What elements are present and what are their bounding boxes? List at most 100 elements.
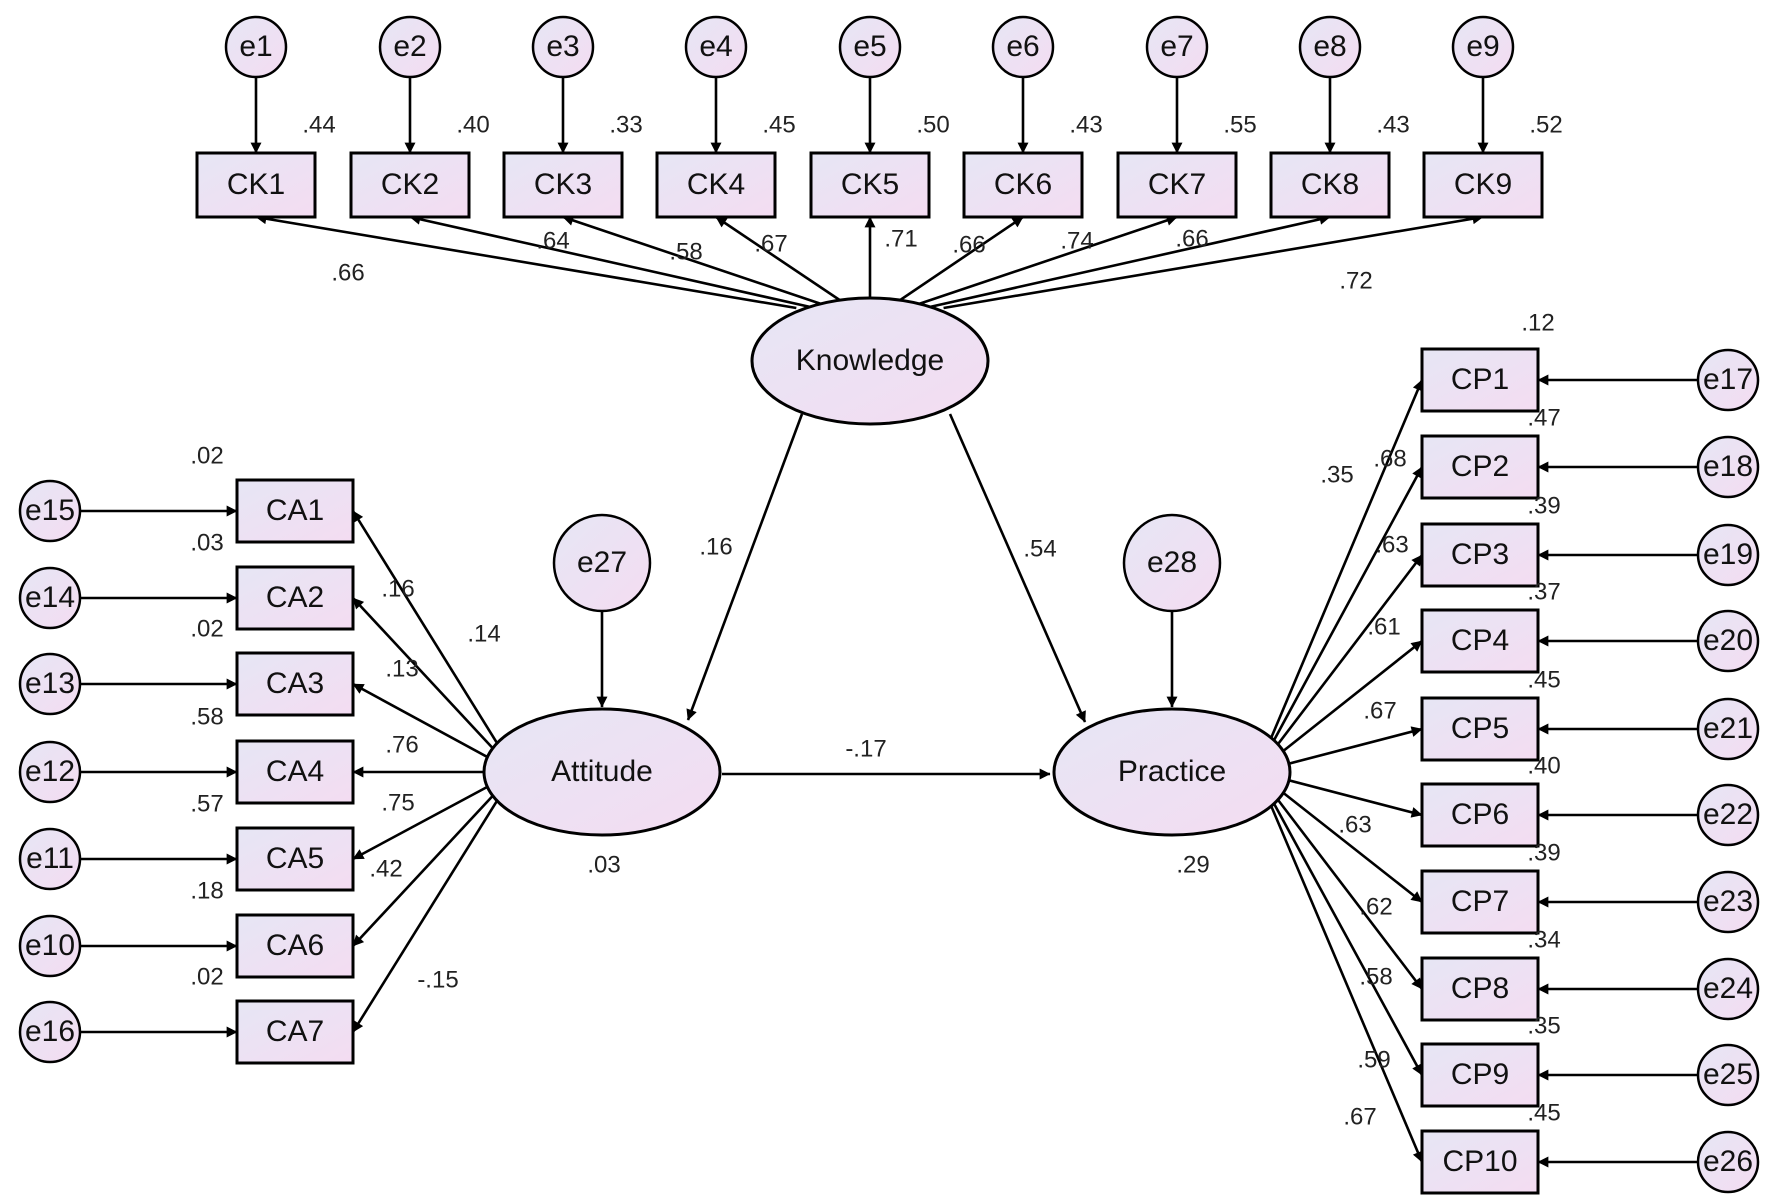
- r2-label-CK3: .33: [609, 111, 642, 138]
- error-circle-e18-label: e18: [1703, 450, 1753, 483]
- indicator-box-CP2-label: CP2: [1451, 450, 1509, 483]
- error-circle-e20-label: e20: [1703, 624, 1753, 657]
- indicator-box-CA1-label: CA1: [266, 494, 324, 527]
- loading-path-CP5: [1269, 726, 1423, 770]
- error-circle-e28-label: e28: [1147, 546, 1197, 579]
- error-circle-e19: e19: [1696, 523, 1760, 587]
- indicator-box-CP3-label: CP3: [1451, 538, 1509, 571]
- loading-label-CK9: .72: [1339, 267, 1372, 294]
- error-circle-e22: e22: [1696, 783, 1760, 847]
- indicator-box-CK2: CK2: [349, 151, 471, 219]
- loading-path-CP4: [1269, 639, 1423, 763]
- r2-label-CP7: .39: [1527, 839, 1560, 866]
- r2-label-CK1: .44: [302, 111, 335, 138]
- loading-label-CA6: .42: [369, 855, 402, 882]
- error-circle-e12-label: e12: [25, 755, 75, 788]
- paths-layer: [80, 77, 1698, 1168]
- r2-label-CP4: .37: [1527, 578, 1560, 605]
- error-circle-e23: e23: [1696, 870, 1760, 934]
- error-circle-e15: e15: [18, 479, 82, 543]
- r2-label-CP10: .45: [1527, 1099, 1560, 1126]
- loading-path-CP6: [1269, 774, 1423, 818]
- indicator-box-CP9-label: CP9: [1451, 1058, 1509, 1091]
- loading-path-CA1: [351, 510, 504, 752]
- loading-label-CA7: -.15: [417, 966, 458, 993]
- loading-path-CK4: [715, 215, 853, 310]
- error-circle-e6-label: e6: [1006, 30, 1039, 63]
- loading-path-CA6: [352, 785, 503, 947]
- indicator-box-CP7-label: CP7: [1451, 885, 1509, 918]
- loading-path-CA3: [352, 682, 503, 767]
- error-circle-e4: e4: [684, 15, 748, 79]
- indicator-box-CA6: CA6: [235, 913, 355, 979]
- r2-label-CK4: .45: [762, 111, 795, 138]
- latent-knowledge-label: Knowledge: [796, 344, 944, 377]
- loading-path-CK8: [924, 213, 1331, 310]
- indicator-box-CA2: CA2: [235, 565, 355, 631]
- indicator-box-CP8: CP8: [1420, 956, 1540, 1022]
- indicator-box-CP7: CP7: [1420, 869, 1540, 935]
- indicator-box-CK6-label: CK6: [994, 168, 1052, 201]
- r2-label-CK2: .40: [456, 111, 489, 138]
- loading-path-CP1: [1268, 379, 1424, 742]
- error-circle-e24-label: e24: [1703, 972, 1753, 1005]
- indicator-box-CP5-label: CP5: [1451, 712, 1509, 745]
- error-circle-e17: e17: [1696, 348, 1760, 412]
- error-circle-e16-label: e16: [25, 1015, 75, 1048]
- error-circle-e9: e9: [1451, 15, 1515, 79]
- indicator-box-CK9-label: CK9: [1454, 168, 1512, 201]
- loading-path-CK2: [409, 213, 816, 310]
- indicator-box-CK1-label: CK1: [227, 168, 285, 201]
- indicator-box-CA4-label: CA4: [266, 755, 324, 788]
- error-circle-e6: e6: [991, 15, 1055, 79]
- loading-path-CK6: [887, 215, 1024, 310]
- error-circle-e7: e7: [1145, 15, 1209, 79]
- error-circle-e22-label: e22: [1703, 798, 1753, 831]
- indicator-box-CK1: CK1: [195, 151, 317, 219]
- error-circle-e3: e3: [531, 15, 595, 79]
- path-label-knowledge-attitude: .16: [699, 533, 732, 560]
- indicator-box-CK3-label: CK3: [534, 168, 592, 201]
- r2-label-CP9: .35: [1527, 1012, 1560, 1039]
- indicator-box-CK7-label: CK7: [1148, 168, 1206, 201]
- indicator-box-CP4: CP4: [1420, 608, 1540, 674]
- loading-label-CK3: .58: [669, 238, 702, 265]
- error-circle-e25-label: e25: [1703, 1058, 1753, 1091]
- r2-label-CP6: .40: [1527, 752, 1560, 779]
- indicator-box-CP10: CP10: [1420, 1129, 1540, 1195]
- loading-path-CP2: [1268, 466, 1424, 749]
- loading-path-CK1: [255, 213, 797, 310]
- loading-label-CP10: .67: [1343, 1103, 1376, 1130]
- error-circle-e2-label: e2: [393, 30, 426, 63]
- error-circle-e5-label: e5: [853, 30, 886, 63]
- indicator-box-CA3-label: CA3: [266, 667, 324, 700]
- loading-label-CA3: .13: [385, 655, 418, 682]
- indicator-box-CP3: CP3: [1420, 522, 1540, 588]
- loading-label-CK6: .66: [952, 231, 985, 258]
- indicator-box-CP6-label: CP6: [1451, 798, 1509, 831]
- loading-label-CP7: .62: [1359, 893, 1392, 920]
- error-circle-e12: e12: [18, 740, 82, 804]
- error-circle-e1: e1: [224, 15, 288, 79]
- latent-attitude-label: Attitude: [551, 755, 653, 788]
- structural-path-knowledge-practice: [948, 413, 1087, 723]
- loading-label-CP5: .67: [1363, 697, 1396, 724]
- error-circle-e25: e25: [1696, 1043, 1760, 1107]
- r2-label-CA4: .58: [190, 703, 223, 730]
- error-circle-e8: e8: [1298, 15, 1362, 79]
- loading-label-CP1: .35: [1320, 461, 1353, 488]
- loading-label-CA4: .76: [385, 731, 418, 758]
- loading-label-CA1: .14: [467, 620, 500, 647]
- indicator-box-CK9: CK9: [1422, 151, 1544, 219]
- indicator-box-CK8: CK8: [1269, 151, 1391, 219]
- structural-path-knowledge-attitude: [686, 413, 804, 721]
- loading-label-CP4: .61: [1367, 613, 1400, 640]
- r2-label-CK5: .50: [916, 111, 949, 138]
- error-circle-e21: e21: [1696, 697, 1760, 761]
- error-circle-e19-label: e19: [1703, 538, 1753, 571]
- error-circle-e15-label: e15: [25, 494, 75, 527]
- indicator-box-CK7: CK7: [1116, 151, 1238, 219]
- indicator-box-CA7-label: CA7: [266, 1015, 324, 1048]
- error-circle-e23-label: e23: [1703, 885, 1753, 918]
